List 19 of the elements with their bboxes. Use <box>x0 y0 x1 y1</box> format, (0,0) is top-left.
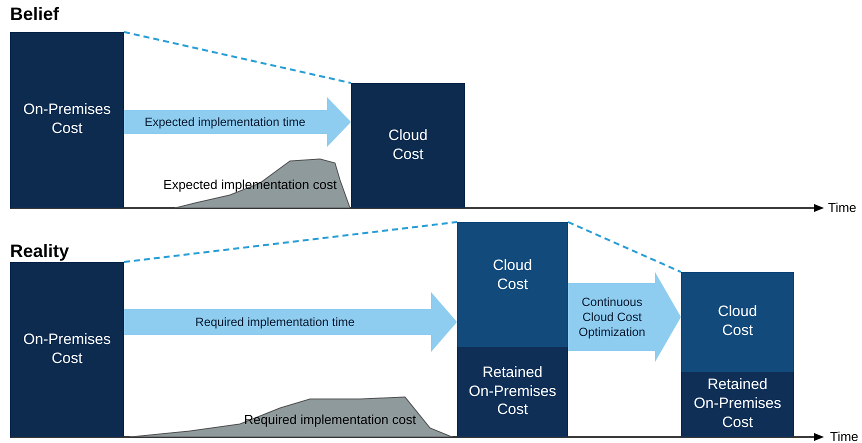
axis-label: Time <box>828 200 856 215</box>
area-label: Required implementation cost <box>243 412 417 428</box>
section-title: Belief <box>10 4 60 25</box>
cost-box: Retained On-Premises Cost <box>457 347 568 437</box>
edge-label: Continuous Cloud Cost Optimization <box>578 294 646 340</box>
cost-box: Cloud Cost <box>351 83 465 208</box>
cost-box: On-Premises Cost <box>10 32 124 208</box>
cost-box: Retained On-Premises Cost <box>681 372 794 437</box>
edge-label: Required implementation time <box>194 314 356 330</box>
dashed-line <box>124 221 458 263</box>
cost-box: On-Premises Cost <box>10 262 124 437</box>
cost-box: Cloud Cost <box>681 272 794 372</box>
edge-label: Expected implementation time <box>144 114 306 130</box>
dashed-line <box>568 221 682 273</box>
dashed-line <box>124 31 352 84</box>
section-title: Reality <box>10 241 70 262</box>
cost-box: Cloud Cost <box>457 222 568 347</box>
block-arrow <box>124 97 351 147</box>
axis-label: Time <box>830 429 858 443</box>
